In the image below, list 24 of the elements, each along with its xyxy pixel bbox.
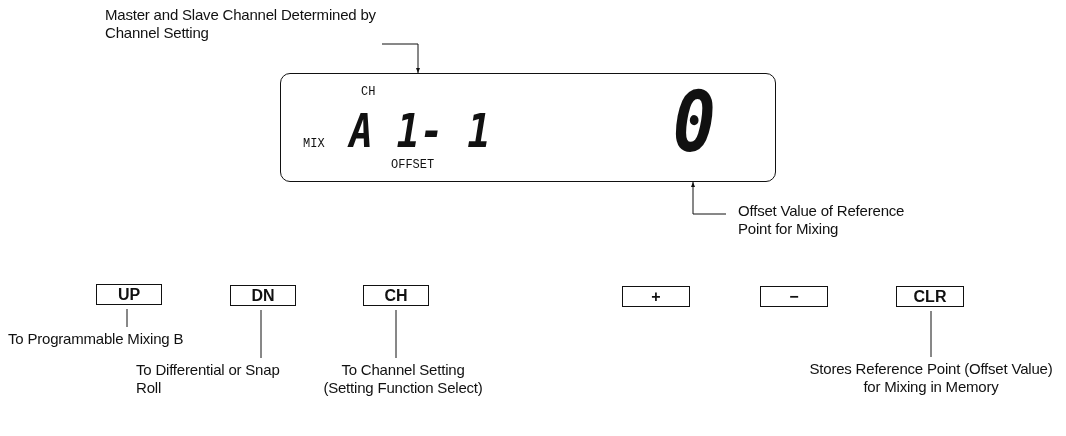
callout-text: To Channel Setting (Setting Function Select) — [318, 361, 488, 427]
leader-line — [126, 308, 128, 328]
leader-arrow — [691, 181, 727, 215]
display-indicator: OFFSET — [391, 159, 435, 171]
display-indicator: MIX — [303, 138, 325, 150]
leader-line — [930, 310, 932, 358]
callout-text: Master and Slave Channel Determined by Channel Setting — [105, 6, 380, 50]
lcd-display — [280, 73, 776, 182]
leader-line — [395, 309, 397, 359]
key-button: CH — [363, 285, 429, 306]
leader-line — [260, 309, 262, 359]
callout-text: To Programmable Mixing B — [8, 330, 238, 352]
segment-readout: 0 — [672, 80, 716, 164]
segment-readout: A 1- 1 — [349, 108, 491, 154]
callout-text: Offset Value of Reference Point for Mixing — [738, 202, 938, 246]
key-button: DN — [230, 285, 296, 306]
display-indicator: CH — [361, 86, 376, 98]
key-button: + — [622, 286, 690, 307]
key-button: − — [760, 286, 828, 307]
leader-arrow — [381, 43, 420, 74]
key-button: CLR — [896, 286, 964, 307]
key-button: UP — [96, 284, 162, 305]
callout-text: Stores Reference Point (Offset Value) for Mixing in Memory — [800, 360, 1062, 404]
callout-text: To Differential or Snap Roll — [136, 361, 296, 405]
